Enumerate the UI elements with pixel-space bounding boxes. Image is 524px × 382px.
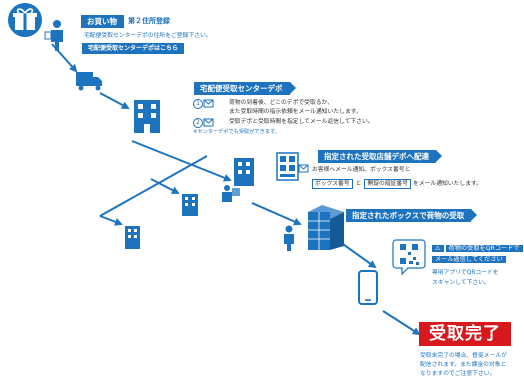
step-number: 1 (193, 99, 203, 109)
step5-desc1: 専用アプリでQRコードを (432, 270, 499, 276)
step3-line1: お客様へメール通知。ボックス番号と (312, 167, 411, 173)
pin-code-label: 開錠の暗証番号 (364, 179, 412, 189)
building-icon (222, 158, 254, 202)
qr-warning-line2-wrap: メール返信してください (432, 255, 506, 264)
truck-icon (76, 72, 102, 91)
step3-badge: 指定された受取店舗デポへ配達 (318, 150, 442, 163)
mail-icon (203, 99, 309, 173)
completion-note-3: なりますのでご注意下さい。 (420, 371, 496, 377)
step4-badge: 指定されたボックスで荷物の受取 (346, 209, 478, 222)
step1-description: 宅配便受取センターデポの住所をご登録下さい。 (84, 33, 212, 39)
building-icon (182, 194, 198, 216)
completion-badge: 受取完了 (419, 322, 511, 346)
completion-note-1: 受取未完了の場合、督促メールが (420, 353, 507, 359)
box-number-label: ボックス番号 (312, 179, 353, 189)
building-icon (125, 226, 140, 249)
step2-item1: 1 (193, 99, 205, 109)
step-number: 2 (193, 118, 203, 128)
smartphone-icon (358, 270, 378, 305)
qr-code-icon (392, 239, 426, 276)
qr-warning-line1: 荷物の受取をQRコードで (445, 245, 523, 252)
step2-badge: 宅配便受取センターデポ (194, 82, 295, 95)
completion-note-2: 配信されます。また課金の対象と (420, 362, 507, 368)
qr-warning-line2: メール返信してください (432, 256, 506, 263)
step2-item1-line1: 荷物の到着後、どこのデポで受取るか、 (229, 100, 334, 106)
center-depot-link[interactable]: 宅配便受取センターデポはこちら (82, 43, 185, 54)
and-text: と (355, 181, 362, 187)
locker-icon (308, 205, 344, 250)
person-icon (284, 225, 294, 251)
building-icon (134, 100, 160, 133)
step2-note: ※センターデポでも受取ができます。 (193, 129, 280, 135)
step3-line2-tail: をメール通知いたします。 (413, 181, 482, 187)
step2-item2-text: 受取デポと受取時間を指定してメール返信して下さい。 (229, 119, 374, 125)
step5-desc2: スキャンして下さい。 (432, 280, 490, 286)
person-icon (44, 20, 63, 51)
step1-title: 第２住所登録 (128, 17, 170, 25)
locker-icon (276, 152, 299, 181)
step2-item2: 2 (193, 118, 205, 128)
gift-icon (8, 3, 42, 37)
step1-badge: お買い物 (81, 15, 124, 28)
warning-icon: ⚠ (432, 245, 444, 252)
step3-line2: ボックス番号と開錠の暗証番号をメール通知いたします。 (312, 179, 482, 189)
step2-item1-line2: また受取時間の指示依頼をメール通知いたします。 (229, 109, 362, 115)
flow-connectors (51, 43, 421, 336)
qr-warning: ⚠ 荷物の受取をQRコードで (432, 244, 523, 253)
